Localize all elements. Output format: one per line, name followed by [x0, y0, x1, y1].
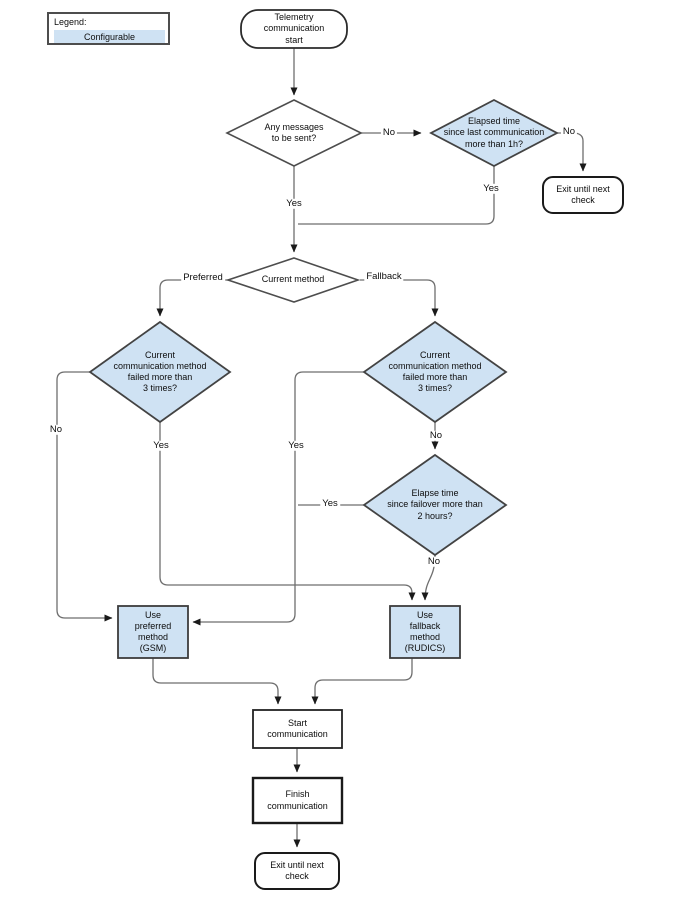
- edge-label-elapsed-yes: Yes: [481, 182, 501, 195]
- fallback-failed-diamond-shape: [362, 320, 508, 424]
- edge-label-elapsed-no: No: [560, 125, 578, 138]
- edge-elapsed-yes-merge: [298, 166, 495, 225]
- use-preferred-rect-shape: [117, 605, 189, 659]
- legend-title: Legend:: [54, 17, 87, 27]
- edge-preferred-failed-no: [56, 371, 113, 622]
- edge-label-method-fallback: Fallback: [364, 270, 404, 283]
- any-messages-diamond-shape: [225, 99, 363, 167]
- legend-configurable-swatch: Configurable: [54, 30, 165, 43]
- edge-label-fallback-failed-no: No: [427, 429, 445, 442]
- edge-label-method-preferred: Preferred: [181, 271, 225, 284]
- edge-label-failover-yes: Yes: [320, 497, 340, 510]
- edge-method-fallback: [360, 279, 439, 317]
- edge-elapsed-no-to-exit: [557, 132, 587, 172]
- edge-group: [56, 48, 587, 848]
- start-comm-rect-shape: [252, 709, 343, 749]
- elapsed-diamond-shape: [429, 98, 559, 168]
- edge-rudics-to-start-comm: [311, 658, 413, 705]
- legend-box: Legend: Configurable: [47, 12, 170, 45]
- finish-comm-rect-shape: [251, 776, 344, 825]
- edge-preferred-failed-yes: [159, 422, 416, 601]
- start-terminal-shape: [240, 9, 348, 49]
- current-method-diamond-shape: [225, 257, 361, 303]
- edge-label-fallback-failed-yes: Yes: [286, 439, 306, 452]
- edge-fallback-failed-yes: [192, 371, 364, 626]
- failover-diamond-shape: [362, 453, 508, 557]
- edge-gsm-to-start-comm: [152, 658, 282, 705]
- edge-label-failover-no: No: [425, 555, 443, 568]
- exit-top-terminal-shape: [542, 176, 624, 214]
- edge-method-preferred: [156, 279, 228, 317]
- use-fallback-rect-shape: [389, 605, 461, 659]
- edge-label-preferred-failed-yes: Yes: [151, 439, 171, 452]
- exit-bottom-terminal-shape: [254, 852, 340, 890]
- edge-label-any-messages-no: No: [380, 126, 398, 139]
- preferred-failed-diamond-shape: [88, 320, 232, 424]
- edge-label-any-messages-yes: Yes: [284, 197, 304, 210]
- edge-label-preferred-failed-no: No: [47, 423, 65, 436]
